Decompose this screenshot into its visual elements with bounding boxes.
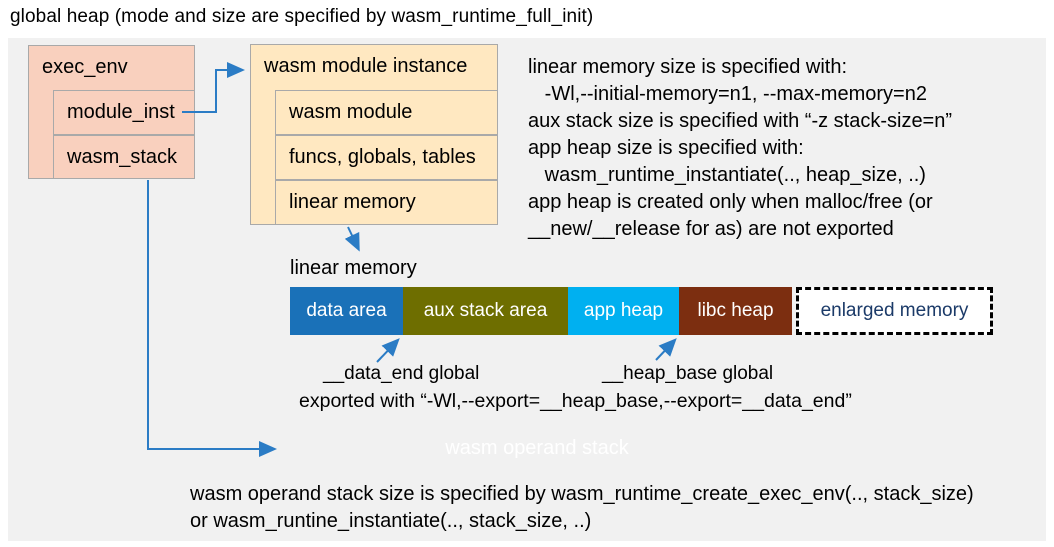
funcs-globals-tables-box: funcs, globals, tables	[275, 135, 498, 180]
linear-memory-bar-title: linear memory	[290, 257, 417, 279]
module-inst-box: module_inst	[53, 90, 195, 135]
module-inst-label: module_inst	[67, 101, 175, 123]
wasm-module-instance-label: wasm module instance	[264, 55, 468, 77]
linear-memory-cell-label: linear memory	[289, 191, 416, 213]
linear-memory-cell-box: linear memory	[275, 180, 498, 225]
exec-env-label: exec_env	[42, 56, 128, 78]
heap-base-global-label: __heap_base global	[602, 363, 774, 384]
memory-config-note: linear memory size is specified with: -W…	[528, 56, 953, 240]
page-title: global heap (mode and size are specified…	[10, 6, 594, 27]
segment-libc-heap: libc heap	[679, 287, 792, 335]
wasm-operand-stack-bar: wasm operand stack	[282, 425, 792, 472]
wasm-module-box: wasm module	[275, 90, 498, 135]
segment-enlarged-memory: enlarged memory	[796, 287, 993, 335]
wasm-stack-label: wasm_stack	[67, 145, 178, 168]
segment-aux-stack-area: aux stack area	[403, 287, 568, 335]
segment-data-area: data area	[290, 287, 403, 335]
funcs-globals-tables-label: funcs, globals, tables	[289, 146, 476, 168]
wasm-operand-stack-label: wasm operand stack	[445, 437, 629, 459]
wasm-stack-box: wasm_stack	[53, 135, 195, 179]
stack-size-note: wasm operand stack size is specified by …	[190, 483, 974, 532]
wasm-module-label: wasm module	[289, 101, 413, 123]
data-end-global-label: __data_end global	[323, 363, 480, 384]
segment-app-heap: app heap	[568, 287, 679, 335]
export-flags-note: exported with “-Wl,--export=__heap_base,…	[299, 390, 852, 412]
